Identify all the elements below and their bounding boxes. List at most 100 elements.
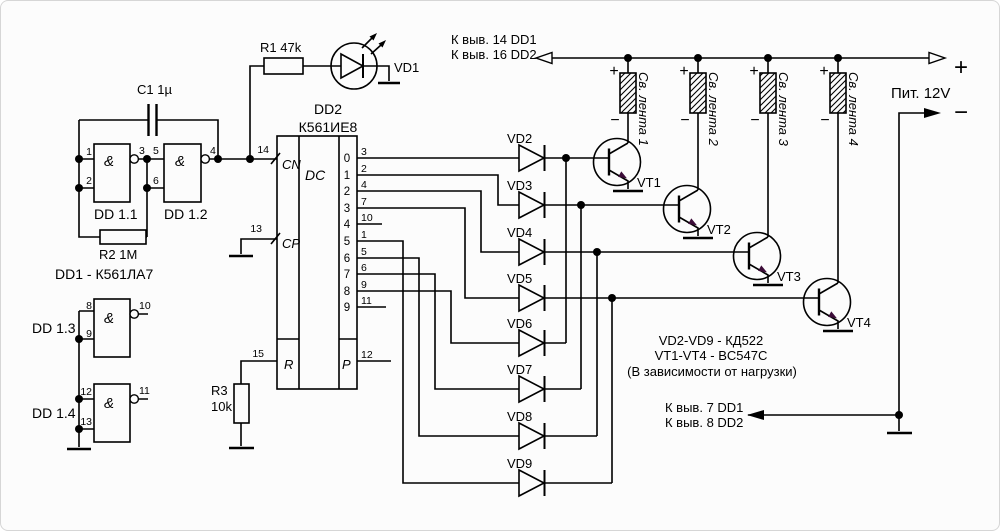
ic-inner-lines — [277, 136, 357, 389]
strip-plus-label: + — [819, 63, 828, 80]
q-output-label: 5 — [344, 236, 350, 248]
junction-dot — [75, 425, 83, 433]
link-top-line2: К выв. 16 DD2 — [451, 47, 537, 62]
strip-plus-label: + — [679, 63, 688, 80]
resistor-r2: R2 1M — [99, 229, 147, 262]
diode-vd2: VD2 — [507, 131, 546, 173]
pin-number: 2 — [86, 175, 92, 187]
pin-number: 13 — [250, 223, 262, 235]
diode-matrix: VD2 VD3 VD4 VD5 VD6 VD7 — [507, 131, 546, 498]
diode-ref: VD7 — [507, 362, 532, 377]
diode-icon — [518, 190, 546, 220]
strip-minus-label: − — [610, 112, 619, 129]
r3-value: 10k — [211, 399, 232, 414]
resistor-body — [233, 383, 250, 424]
transistor-vt4: VT4 — [802, 277, 871, 330]
pin-number: 7 — [361, 196, 367, 208]
q-output-label: 0 — [344, 153, 350, 165]
diode-vd5: VD5 — [507, 271, 546, 313]
junction-dot — [143, 184, 151, 192]
power-section: + − Пит. 12V — [533, 51, 968, 420]
gate-body — [163, 143, 202, 203]
junction-dot — [593, 248, 601, 256]
diode-icon — [518, 421, 546, 451]
q-output-label: 2 — [344, 186, 350, 198]
link-bottom-line2: К выв. 8 DD2 — [665, 415, 743, 430]
r3-label: R3 — [211, 383, 228, 398]
transistor-legs — [748, 236, 769, 283]
and-symbol: & — [175, 153, 185, 170]
pin-number: 6 — [153, 175, 159, 187]
diode-icon — [518, 237, 546, 267]
pin-number: 13 — [80, 416, 92, 428]
inverter-bubble-icon — [129, 309, 140, 319]
junction-dot — [75, 335, 83, 343]
pin-number: 1 — [86, 146, 92, 158]
transistor-ref: VT3 — [777, 269, 801, 284]
gate-label: DD 1.3 — [32, 320, 76, 336]
junction-dot — [75, 184, 83, 192]
led-strip-4: + − Св. лента 4 — [819, 63, 861, 146]
q-output-label: 8 — [344, 286, 350, 298]
inverter-bubble-icon — [200, 154, 211, 164]
q-output-label: 9 — [344, 302, 350, 314]
transistor-ref: VT2 — [707, 222, 731, 237]
strip-minus-label: − — [820, 112, 829, 129]
transistor-circle-icon — [732, 231, 782, 281]
dd1-part-note: DD1 - К561ЛА7 — [55, 266, 153, 282]
diode-vd3: VD3 — [507, 178, 546, 220]
diode-icon — [518, 283, 546, 313]
strip-plus-label: + — [609, 63, 618, 80]
gate-body — [93, 143, 131, 203]
notes-block: VD2-VD9 - КД522 VT1-VT4 - BC547C (В зави… — [627, 333, 797, 379]
diode-ref: VD8 — [507, 409, 532, 424]
strip-body-icon — [619, 72, 637, 114]
emitter-arrow-icon — [828, 311, 837, 319]
q-output-label: 6 — [344, 253, 350, 265]
pin-number: 15 — [252, 348, 264, 360]
r1-label: R1 47k — [260, 40, 302, 55]
pin-number: 9 — [361, 279, 367, 291]
power-minus-label: − — [954, 99, 968, 126]
transistor-circle-icon — [802, 277, 852, 327]
diode-ref: VD9 — [507, 456, 532, 471]
link-labels: К выв. 14 DD1 К выв. 16 DD2 К выв. 7 DD1… — [451, 32, 743, 430]
junction-dot — [764, 54, 772, 62]
junction-dot — [143, 155, 151, 163]
junction-dot — [834, 54, 842, 62]
transistor-vt1: VT1 — [592, 137, 661, 190]
capacitor-c1: C1 1µ — [137, 82, 172, 136]
emitter-arrow-icon — [618, 171, 627, 179]
q-output-label: 4 — [344, 219, 351, 231]
junction-dot — [624, 54, 632, 62]
strip-minus-label: − — [680, 112, 689, 129]
and-symbol: & — [104, 395, 114, 412]
led-light-arrowhead — [369, 33, 377, 41]
pin-number: 5 — [361, 246, 367, 258]
note-line1: VD2-VD9 - КД522 — [659, 333, 764, 348]
pin-number: 5 — [153, 145, 159, 157]
open-arrow-left-icon — [533, 51, 553, 65]
diode-ref: VD2 — [507, 131, 532, 146]
gate-dd1-3: & 8 9 10 DD 1.3 — [32, 298, 151, 358]
inverter-bubble-icon — [129, 394, 140, 404]
emitter-arrow-icon — [758, 265, 767, 273]
resistor-body — [99, 229, 147, 245]
gate-dd1-1: & 1 2 3 DD 1.1 — [86, 143, 145, 222]
diode-ref: VD3 — [507, 178, 532, 193]
pin-number: 10 — [139, 300, 151, 312]
inverter-bubble-icon — [129, 154, 140, 164]
diode-vd6: VD6 — [507, 316, 546, 358]
pin-number: 8 — [86, 300, 92, 312]
transistor-legs — [608, 142, 629, 189]
led-diode-icon — [331, 52, 377, 80]
power-label: Пит. 12V — [891, 85, 950, 102]
gate-dd1-4: & 12 13 11 DD 1.4 — [32, 383, 150, 443]
cp-input-label: CP — [282, 236, 300, 251]
q-output-label: 1 — [344, 170, 350, 182]
dynamic-input-slash-icon — [270, 152, 281, 245]
junction-dot — [246, 155, 254, 163]
led-vd1: VD1 — [330, 33, 419, 90]
